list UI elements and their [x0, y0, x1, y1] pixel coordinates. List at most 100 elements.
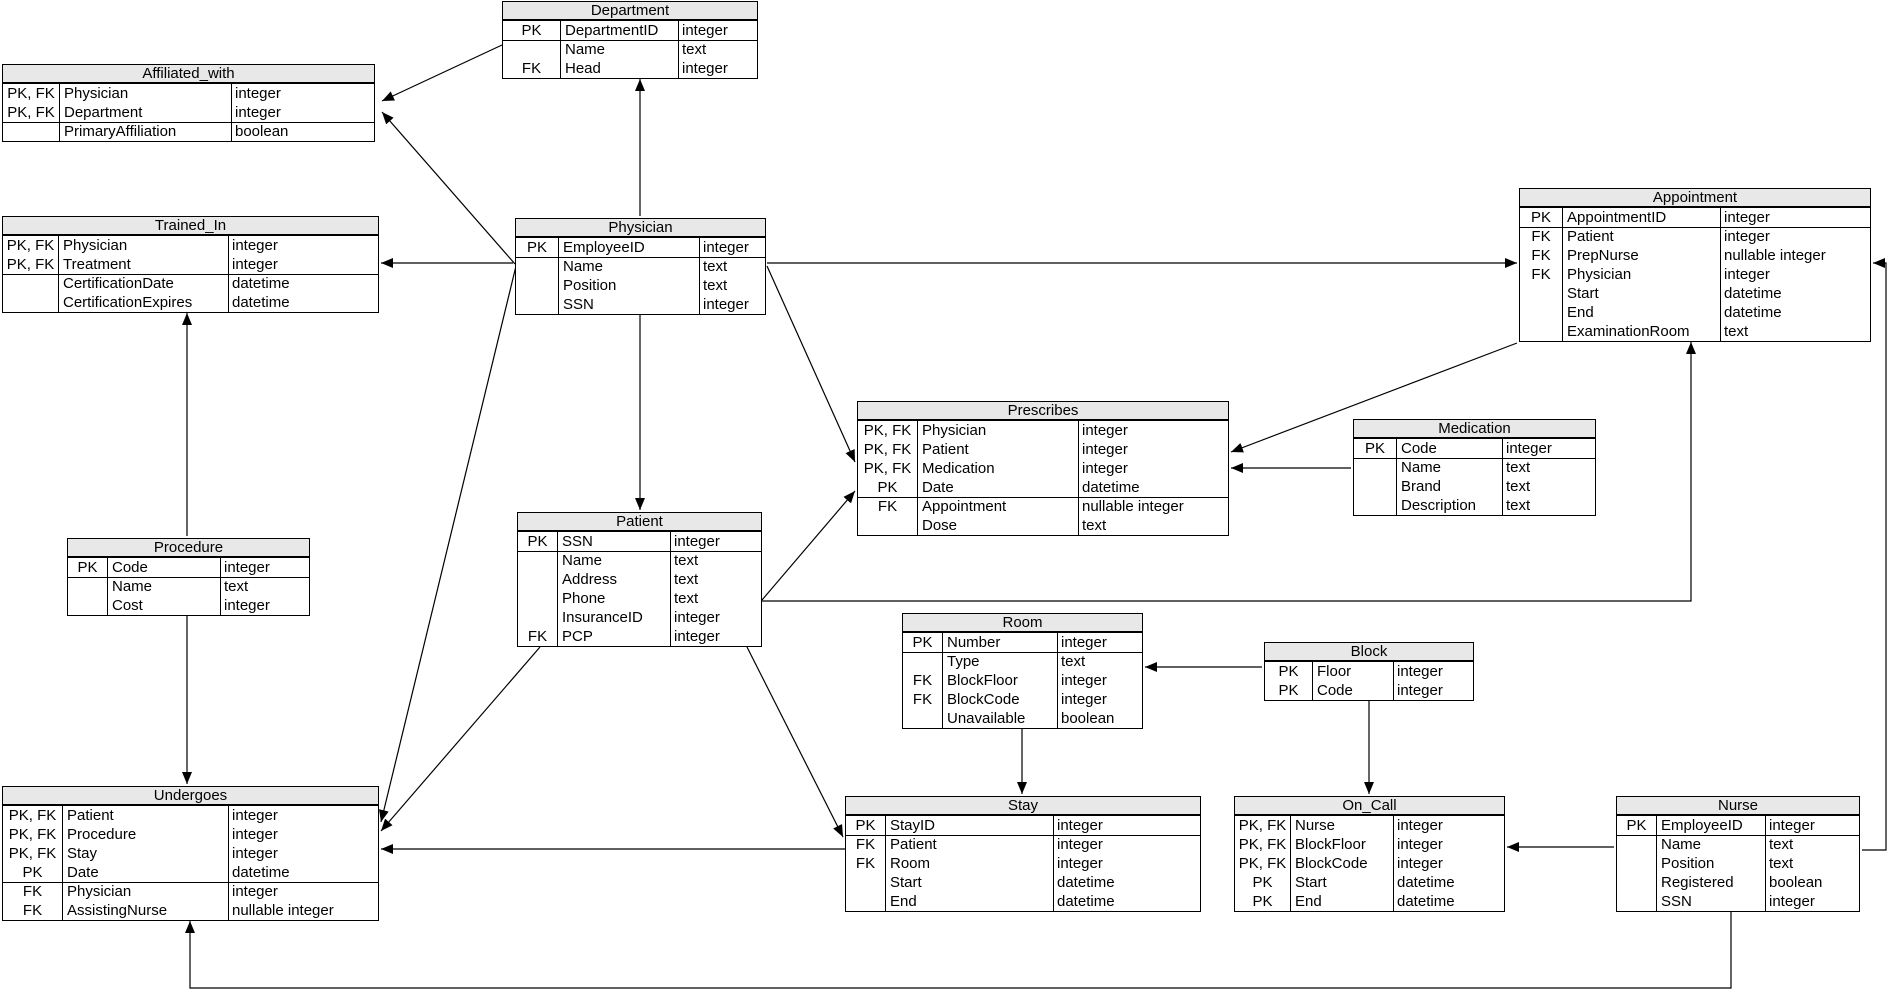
type-cell: text [674, 590, 699, 607]
key-cell: PK [1235, 873, 1291, 892]
key-cell [68, 578, 108, 596]
type-cell: integer [235, 104, 281, 121]
table-title-nurse: Nurse [1617, 797, 1859, 816]
key-cell: FK [1520, 228, 1563, 246]
key-cell: PK [1235, 892, 1291, 911]
key-cell: PK [846, 816, 886, 835]
field-cell: SSN [559, 295, 700, 314]
field-cell: Unavailable [943, 709, 1058, 728]
field-cell: Room [886, 854, 1054, 873]
type-cell: text [1061, 653, 1086, 670]
relationship-appointment-prepnurse [1862, 258, 1887, 851]
key-cell: PK, FK [3, 236, 59, 255]
relationship-affiliated-department [381, 44, 503, 102]
field-cell: Description [1397, 496, 1503, 515]
field-cell: Address [558, 570, 671, 589]
key-cell: FK [3, 883, 63, 901]
relationship-stay-patient [746, 646, 844, 838]
type-cell: datetime [1057, 874, 1115, 891]
key-cell [903, 653, 943, 671]
type-cell: integer [1082, 460, 1128, 477]
key-cell [518, 608, 558, 627]
relationship-prescribes-patient [761, 490, 856, 601]
key-cell: FK [3, 901, 63, 920]
key-cell: PK, FK [3, 103, 60, 122]
type-cell: text [1769, 836, 1794, 853]
type-cell: text [1724, 323, 1749, 340]
field-cell: Head [561, 59, 679, 78]
key-cell: PK [858, 478, 918, 497]
table-title-undergoes: Undergoes [3, 787, 378, 806]
key-cell [516, 276, 559, 295]
key-cell: PK, FK [858, 421, 918, 440]
key-cell [858, 516, 918, 535]
key-cell: PK, FK [1235, 835, 1291, 854]
type-cell: text [674, 571, 699, 588]
type-cell: text [703, 277, 728, 294]
table-title-on_call: On_Call [1235, 797, 1504, 816]
key-cell: PK [1617, 816, 1657, 835]
key-cell: FK [846, 836, 886, 854]
field-cell: AssistingNurse [63, 901, 229, 920]
key-cell: FK [846, 854, 886, 873]
field-cell: Name [561, 41, 679, 59]
table-title-patient: Patient [518, 513, 761, 532]
field-cell: Name [108, 578, 221, 596]
field-cell: BlockCode [943, 690, 1058, 709]
field-cell: End [1291, 892, 1394, 911]
key-cell: PK [1520, 208, 1563, 227]
key-cell: FK [903, 690, 943, 709]
type-cell: text [1506, 497, 1531, 514]
field-cell: Patient [918, 440, 1079, 459]
type-cell: integer [1061, 672, 1107, 689]
key-cell [1520, 303, 1563, 322]
key-cell [1354, 459, 1397, 477]
key-cell: PK, FK [858, 459, 918, 478]
field-cell: Physician [60, 84, 232, 103]
type-cell: integer [703, 296, 749, 313]
type-cell: nullable integer [232, 902, 334, 919]
relationship-affiliated-physician [381, 111, 516, 265]
field-cell: Code [108, 558, 221, 577]
type-cell: datetime [1724, 304, 1782, 321]
field-cell: Dose [918, 516, 1079, 535]
type-cell: integer [1506, 440, 1552, 457]
key-cell: PK, FK [3, 255, 59, 274]
type-cell: integer [1082, 422, 1128, 439]
type-cell: integer [674, 628, 720, 645]
field-cell: Physician [59, 236, 229, 255]
type-cell: datetime [1397, 893, 1455, 910]
type-cell: integer [1061, 634, 1107, 651]
key-cell [518, 552, 558, 570]
type-cell: text [1769, 855, 1794, 872]
key-cell: PK [503, 21, 561, 40]
field-cell: SSN [558, 532, 671, 551]
field-cell: InsuranceID [558, 608, 671, 627]
type-cell: integer [224, 559, 270, 576]
type-cell: text [682, 41, 707, 58]
type-cell: integer [1397, 836, 1443, 853]
